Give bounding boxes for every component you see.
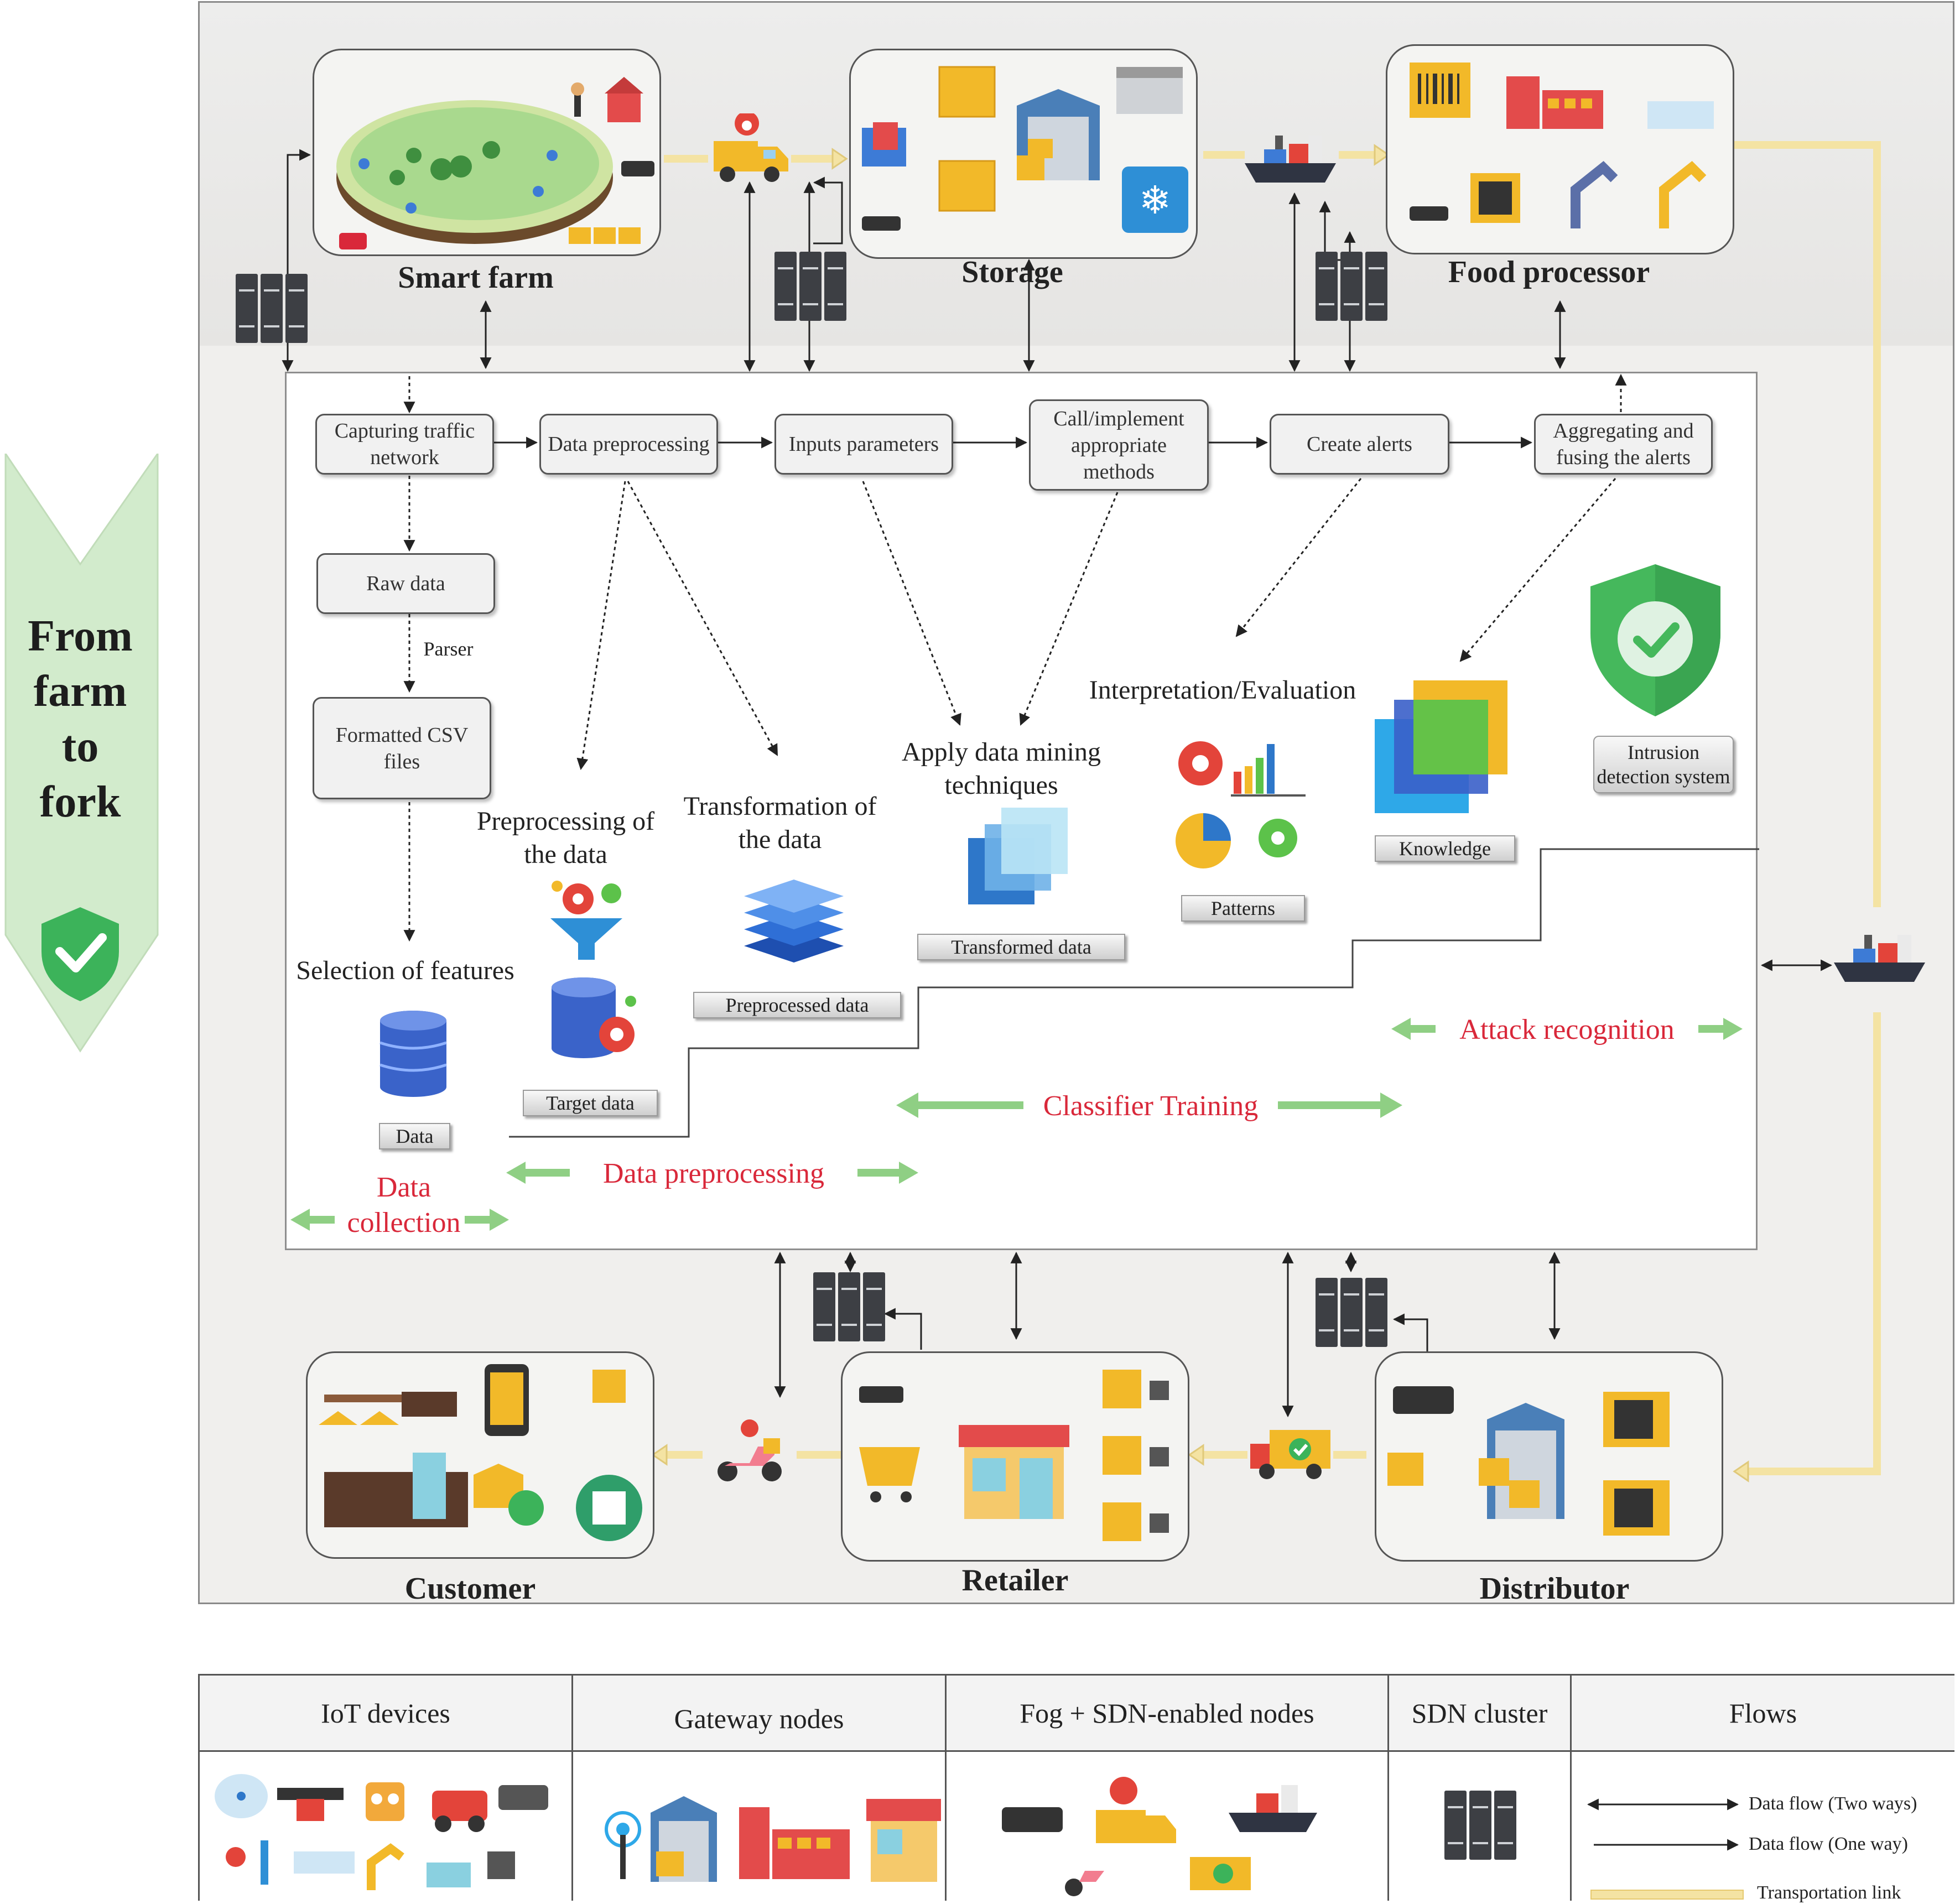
retailer-illustration — [859, 1370, 1169, 1541]
transformation-of-data-caption: Transformation of the data — [683, 792, 877, 854]
legend-header-iot: IoT devices — [200, 1676, 573, 1750]
customer-illustration — [319, 1364, 642, 1541]
delivery-truck-icon — [714, 113, 788, 182]
target-database-icon — [552, 977, 636, 1058]
legend-header-gateway: Gateway nodes — [573, 1676, 947, 1750]
phase-arrows — [290, 1018, 1743, 1231]
data-preprocessing-box: Data preprocessing — [539, 414, 718, 475]
call-methods-box: Call/implement appropriate methods — [1029, 399, 1209, 491]
legend-header-fog: Fog + SDN-enabled nodes — [947, 1676, 1389, 1750]
one-way-flow-label: Data flow (One way) — [1749, 1834, 1908, 1854]
storage-stage: ❄ — [849, 49, 1198, 259]
transformed-data-tag: Transformed data — [917, 934, 1125, 960]
sdn-cluster-icon — [236, 274, 308, 343]
food-processor-stage — [1386, 44, 1734, 254]
data-tag: Data — [379, 1123, 450, 1149]
database-icon — [379, 1011, 447, 1097]
cargo-ship-icon — [1245, 136, 1336, 183]
delivery-scooter-icon — [718, 1419, 782, 1481]
food-processor-illustration — [1410, 63, 1714, 228]
formatted-csv-box: Formatted CSV files — [313, 697, 491, 799]
gateway-nodes-icons — [605, 1796, 941, 1882]
distributor-stage — [1375, 1351, 1723, 1562]
sdn-cluster-icon — [1316, 252, 1387, 321]
sdn-cluster-icon — [774, 252, 846, 321]
storage-label: Storage — [961, 255, 1063, 289]
preprocessed-data-tag: Preprocessed data — [693, 992, 901, 1018]
distributor-label: Distributor — [1479, 1572, 1630, 1606]
retailer-label: Retailer — [961, 1563, 1069, 1598]
raw-data-box: Raw data — [316, 553, 495, 614]
legend-header-sdn: SDN cluster — [1389, 1676, 1572, 1750]
inputs-parameters-box: Inputs parameters — [774, 414, 953, 475]
legend-body-flows: Data flow (Two ways) Data flow (One way)… — [1572, 1750, 1954, 1903]
smart-farm-illustration — [336, 77, 654, 249]
banner-line: to — [61, 722, 99, 771]
attack-recognition-phase: Attack recognition — [1459, 1014, 1675, 1045]
sdn-cluster-icon — [1316, 1278, 1387, 1347]
knowledge-tag: Knowledge — [1375, 835, 1515, 862]
fog-sdn-nodes-icons — [1002, 1777, 1317, 1896]
banner-text: From farm to fork — [11, 608, 149, 830]
iot-devices-icons — [215, 1774, 548, 1890]
knowledge-squares-icon — [1375, 680, 1507, 813]
sdn-cluster-icon — [813, 1272, 885, 1341]
data-preprocessing-phase: Data preprocessing — [603, 1158, 824, 1189]
legend-body-gateway — [573, 1750, 947, 1901]
smart-farm-label: Smart farm — [398, 261, 554, 295]
two-way-flow-label: Data flow (Two ways) — [1749, 1793, 1917, 1814]
interpretation-evaluation-caption: Interpretation/Evaluation — [1089, 675, 1356, 705]
retailer-stage — [841, 1351, 1189, 1562]
legend-body-sdn — [1389, 1750, 1572, 1901]
customer-label: Customer — [404, 1572, 536, 1606]
transport-link-label: Transportation link — [1757, 1882, 1901, 1903]
preprocessing-of-data-caption: Preprocessing of the data — [476, 807, 655, 869]
distributor-illustration — [1387, 1386, 1670, 1536]
svg-text:❄: ❄ — [1139, 180, 1172, 222]
legend-body-fog — [947, 1750, 1389, 1901]
food-processor-label: Food processor — [1448, 255, 1650, 289]
apply-data-mining-caption: Apply data mining techniques — [902, 737, 1101, 800]
transport-links — [651, 141, 1881, 1482]
capturing-traffic-box: Capturing traffic network — [315, 414, 494, 475]
create-alerts-box: Create alerts — [1270, 414, 1449, 475]
aggregating-alerts-box: Aggregating and fusing the alerts — [1534, 414, 1713, 475]
data-collection-phase: Data collection — [347, 1172, 461, 1239]
cargo-ship-icon — [1834, 935, 1925, 982]
storage-illustration: ❄ — [862, 66, 1188, 233]
flows-legend-graphics — [1587, 1798, 1744, 1900]
banner-line: From — [28, 612, 133, 660]
layers-stack-icon — [744, 880, 844, 963]
parser-label: Parser — [411, 635, 486, 663]
delivery-van-icon — [1250, 1430, 1330, 1479]
security-shield-icon — [1590, 564, 1720, 716]
legend-header-flows: Flows — [1572, 1676, 1954, 1750]
farm-to-fork-banner — [4, 454, 159, 1053]
shield-check-icon — [41, 907, 119, 1001]
transformed-squares-icon — [968, 808, 1068, 904]
smart-farm-stage — [313, 49, 661, 256]
workflow-arrows — [403, 373, 1759, 1138]
patterns-tag: Patterns — [1181, 895, 1305, 922]
target-data-tag: Target data — [523, 1090, 658, 1116]
classifier-training-phase: Classifier Training — [1043, 1090, 1259, 1122]
banner-line: fork — [39, 778, 121, 826]
customer-stage — [306, 1351, 654, 1559]
sdn-cluster-icon — [1444, 1791, 1516, 1860]
legend-table: IoT devices Gateway nodes Fog + SDN-enab… — [198, 1674, 1954, 1903]
legend-body-iot — [200, 1750, 573, 1901]
selection-of-features-caption: Selection of features — [296, 956, 514, 985]
transport-link-swatch — [1590, 1890, 1744, 1900]
analytics-chart-icon — [1176, 741, 1306, 868]
banner-line: farm — [33, 667, 127, 716]
intrusion-detection-system-tag: Intrusion detection system — [1593, 736, 1734, 793]
funnel-gears-icon — [550, 881, 622, 960]
